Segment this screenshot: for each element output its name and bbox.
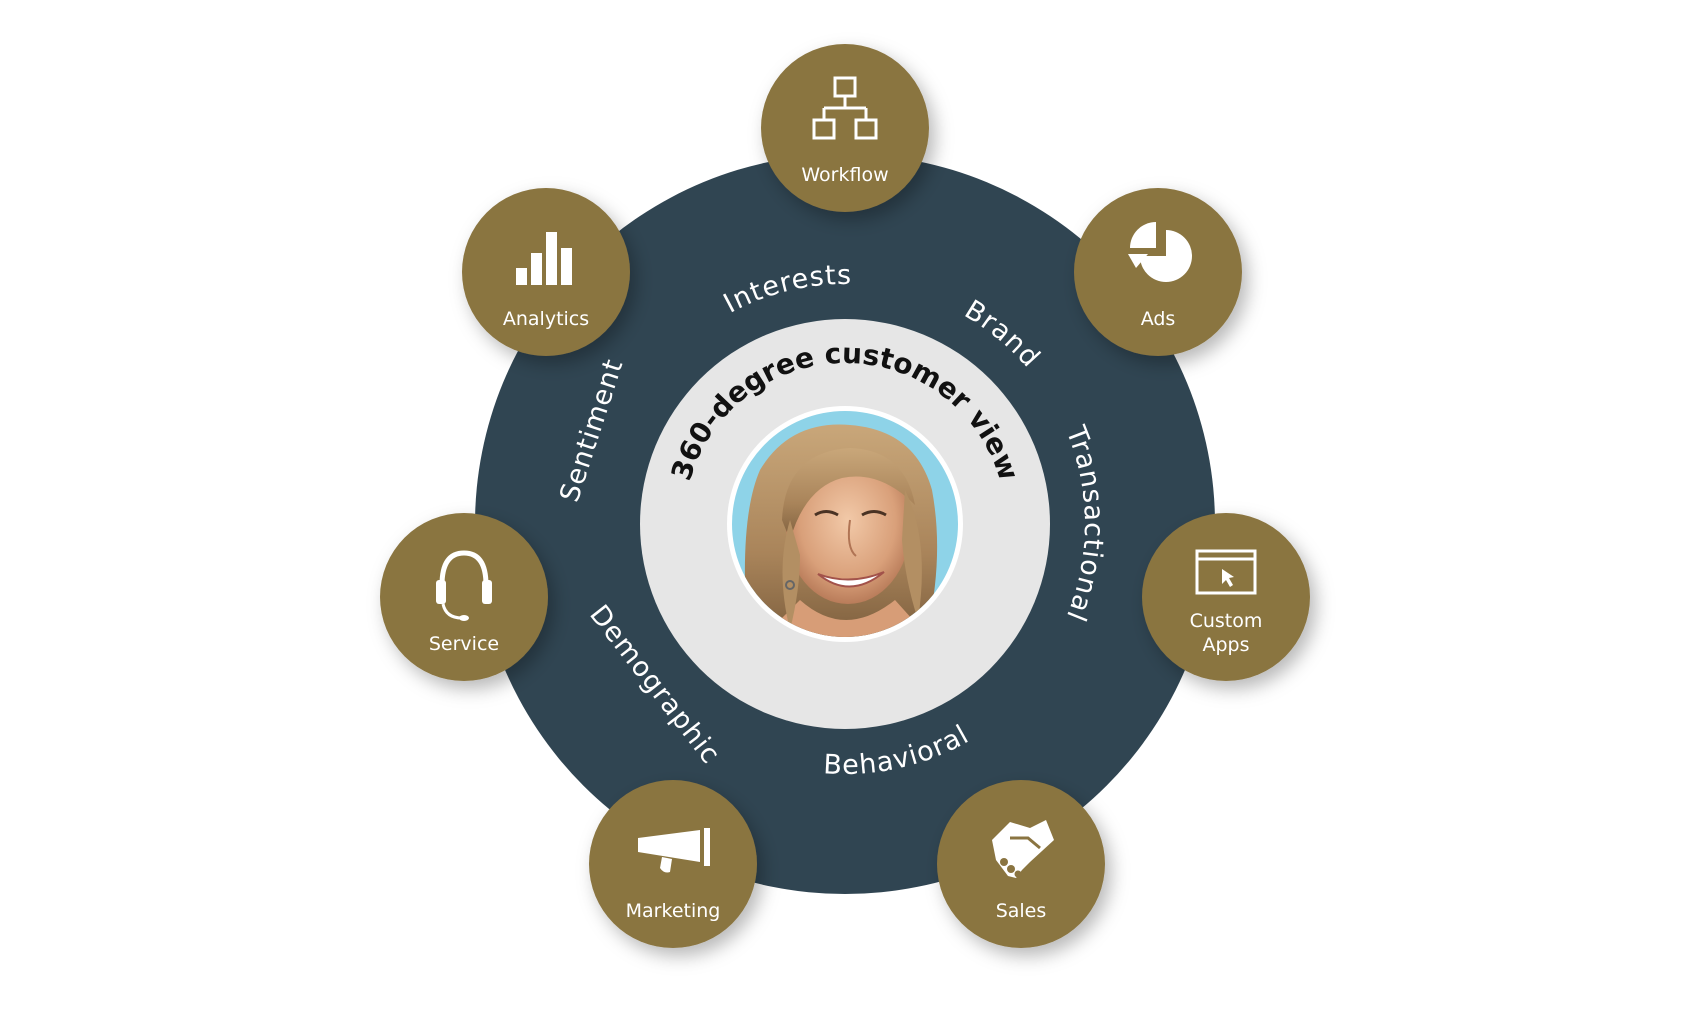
headset-icon [436,550,492,621]
node-label-custom-apps-line1: Custom [1190,610,1263,632]
node-label-ads: Ads [1141,308,1176,330]
node-label-analytics: Analytics [503,308,589,330]
bar-chart-icon [516,232,572,285]
node-service[interactable] [380,513,548,681]
node-workflow[interactable] [761,44,929,212]
node-label-custom-apps-line2: Apps [1202,634,1249,656]
pie-chart-icon [1128,222,1192,282]
node-label-service: Service [429,633,499,655]
node-label-marketing: Marketing [626,900,721,922]
app-window-icon [1195,549,1257,595]
node-marketing[interactable] [589,780,757,948]
node-label-sales: Sales [996,900,1047,922]
workflow-hierarchy-icon [812,76,878,140]
handshake-icon [992,820,1054,878]
customer-photo [732,411,958,637]
node-custom-apps[interactable] [1142,513,1310,681]
megaphone-icon [638,828,710,873]
node-label-workflow: Workflow [801,164,888,186]
